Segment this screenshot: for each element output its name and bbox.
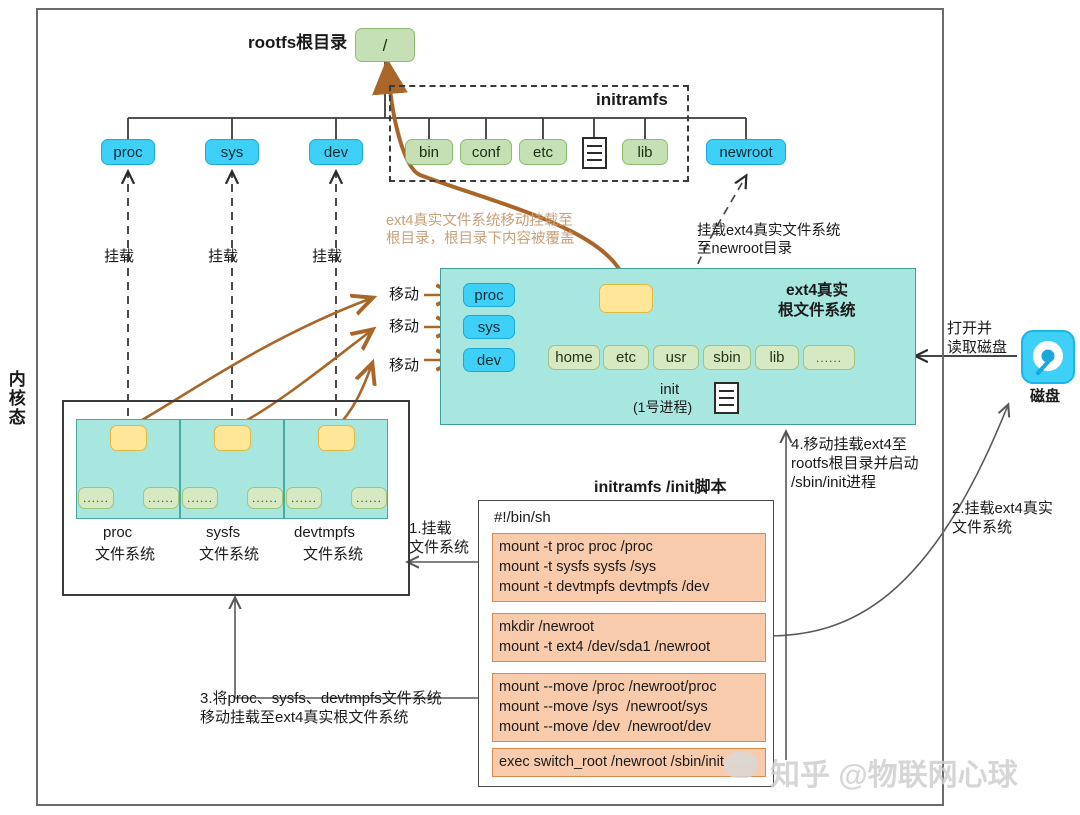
ext4-root-node[interactable] [599,284,653,313]
node-root-slash[interactable]: / [355,28,415,62]
script-block-2-text: mkdir /newroot mount -t ext4 /dev/sda1 /… [499,619,711,655]
script-shebang: #!/bin/sh [494,509,551,526]
proc-fs-label-line2: 文件系统 [95,546,156,563]
disk-label: 磁盘 [1030,388,1061,405]
kernel-space-label: 内核态 [5,370,25,427]
node-dev[interactable]: dev [309,139,363,165]
mount-label-proc: 挂载 [104,248,135,265]
move-label-proc: 移动 [389,286,420,303]
step3-annotation: 3.将proc、sysfs、devtmpfs文件系统 移动挂载至ext4真实根文… [200,690,442,726]
move-label-dev: 移动 [389,357,420,374]
step2-annotation: 2.挂载ext4真实 文件系统 [952,500,1053,536]
annotation-open-read-disk: 打开并 读取磁盘 [947,320,1008,356]
ext4-dir-usr[interactable]: usr [653,345,699,370]
kernel-space-frame [36,8,944,806]
node-sys[interactable]: sys [205,139,259,165]
script-block-switch-root[interactable]: exec switch_root /newroot /sbin/init [492,748,766,777]
ext4-node-sys[interactable]: sys [463,315,515,339]
proc-fs-child-2[interactable]: ...... [143,487,179,509]
ext4-dir-sbin[interactable]: sbin [703,345,751,370]
devtmpfs-root-node[interactable] [318,425,355,451]
initramfs-title: initramfs [596,90,668,109]
step1-annotation: 1.挂载 文件系统 [409,520,470,556]
init-script-title: initramfs /init脚本 [594,479,727,496]
init-process-icon [714,382,739,414]
script-block-3-text: mount --move /proc /newroot/proc mount -… [499,679,717,735]
script-block-mount-vfs[interactable]: mount -t proc proc /proc mount -t sysfs … [492,533,766,602]
sysfs-label-line2: 文件系统 [199,546,260,563]
script-block-move-mounts[interactable]: mount --move /proc /newroot/proc mount -… [492,673,766,742]
devtmpfs-child-1[interactable]: ...... [286,487,322,509]
devtmpfs-child-2[interactable]: ...... [351,487,387,509]
proc-fs-child-1[interactable]: ...... [78,487,114,509]
annotation-mount-ext4-to-newroot: 挂载ext4真实文件系统 至newroot目录 [697,223,841,258]
file-lines-icon [582,137,607,169]
sysfs-child-1[interactable]: ...... [182,487,218,509]
script-block-1-text: mount -t proc proc /proc mount -t sysfs … [499,539,710,595]
node-proc[interactable]: proc [101,139,155,165]
devtmpfs-label-line1: devtmpfs [294,524,355,541]
sysfs-child-2[interactable]: ...... [247,487,283,509]
step4-annotation: 4.移动挂载ext4至 rootfs根目录并启动 /sbin/init进程 [791,436,919,491]
init-label-line2: (1号进程) [633,399,693,415]
initramfs-container [389,85,689,182]
devtmpfs-label-line2: 文件系统 [303,546,364,563]
node-lib[interactable]: lib [622,139,668,165]
script-block-4-text: exec switch_root /newroot /sbin/init [499,754,724,770]
sysfs-label-line1: sysfs [206,524,241,541]
sysfs-root-node[interactable] [214,425,251,451]
ext4-node-dev[interactable]: dev [463,348,515,372]
ext4-dir-more[interactable]: ...... [803,345,855,370]
proc-fs-root-node[interactable] [110,425,147,451]
ext4-dir-home[interactable]: home [548,345,600,370]
ext4-dir-lib[interactable]: lib [755,345,799,370]
ext4-panel-title-line1: ext4真实 [786,282,849,299]
mount-label-sys: 挂载 [208,248,239,265]
annotation-ext4-move-to-root: ext4真实文件系统移动挂载至 根目录，根目录下内容被覆盖 [386,213,575,248]
node-conf[interactable]: conf [460,139,512,165]
script-block-mkdir-mount-ext4[interactable]: mkdir /newroot mount -t ext4 /dev/sda1 /… [492,613,766,662]
node-bin[interactable]: bin [405,139,453,165]
rootfs-root-label: rootfs根目录 [248,33,348,52]
node-etc[interactable]: etc [519,139,567,165]
proc-fs-label-line1: proc [103,524,133,541]
init-label-line1: init [660,381,680,398]
ext4-node-proc[interactable]: proc [463,283,515,307]
ext4-panel-title-line2: 根文件系统 [778,302,856,319]
node-newroot[interactable]: newroot [706,139,786,165]
mount-label-dev: 挂载 [312,248,343,265]
ext4-dir-etc[interactable]: etc [603,345,649,370]
disk-icon[interactable] [1021,330,1075,384]
move-label-sys: 移动 [389,318,420,335]
watermark-bubble-icon [724,752,758,778]
